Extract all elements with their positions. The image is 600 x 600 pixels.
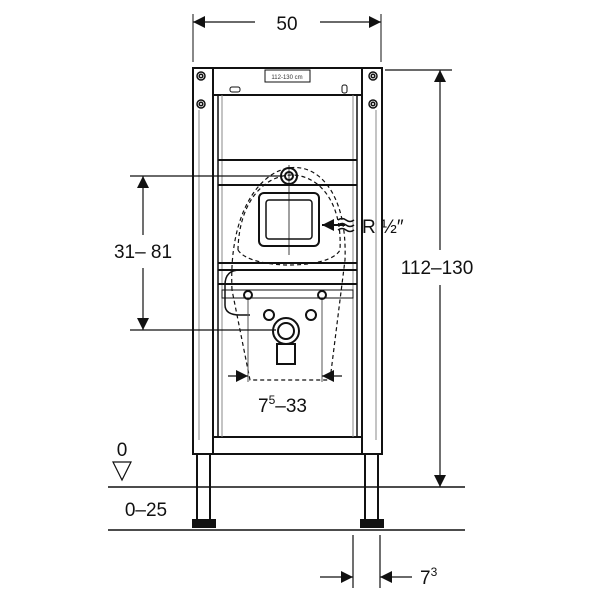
floor-lines	[108, 461, 465, 531]
frame-label: 112-130 cm	[271, 75, 302, 81]
fixing-spacing-label: 75–33	[258, 393, 307, 417]
bolt-icons	[196, 71, 378, 109]
water-inlet-arrow	[322, 217, 355, 233]
floor-level-icon	[112, 461, 132, 482]
crossbars	[218, 159, 357, 316]
height-dimension	[385, 69, 452, 487]
water-connection-label: R ½″	[362, 217, 404, 238]
drain-pipe	[243, 290, 327, 382]
adjustable-legs	[192, 453, 384, 528]
width-dimension	[192, 14, 382, 62]
connection-height-label: 31– 81	[114, 242, 172, 263]
width-label: 50	[276, 14, 297, 35]
foot-depth-dimension	[320, 535, 412, 588]
height-label: 112–130	[401, 258, 474, 279]
foot-depth-label: 73	[420, 565, 438, 589]
floor-range-label: 0–25	[125, 500, 167, 521]
toilet-outline	[231, 166, 346, 381]
floor-zero-label: 0	[117, 440, 128, 461]
water-connection-valve	[258, 165, 320, 255]
connection-height-dimension	[130, 175, 282, 331]
